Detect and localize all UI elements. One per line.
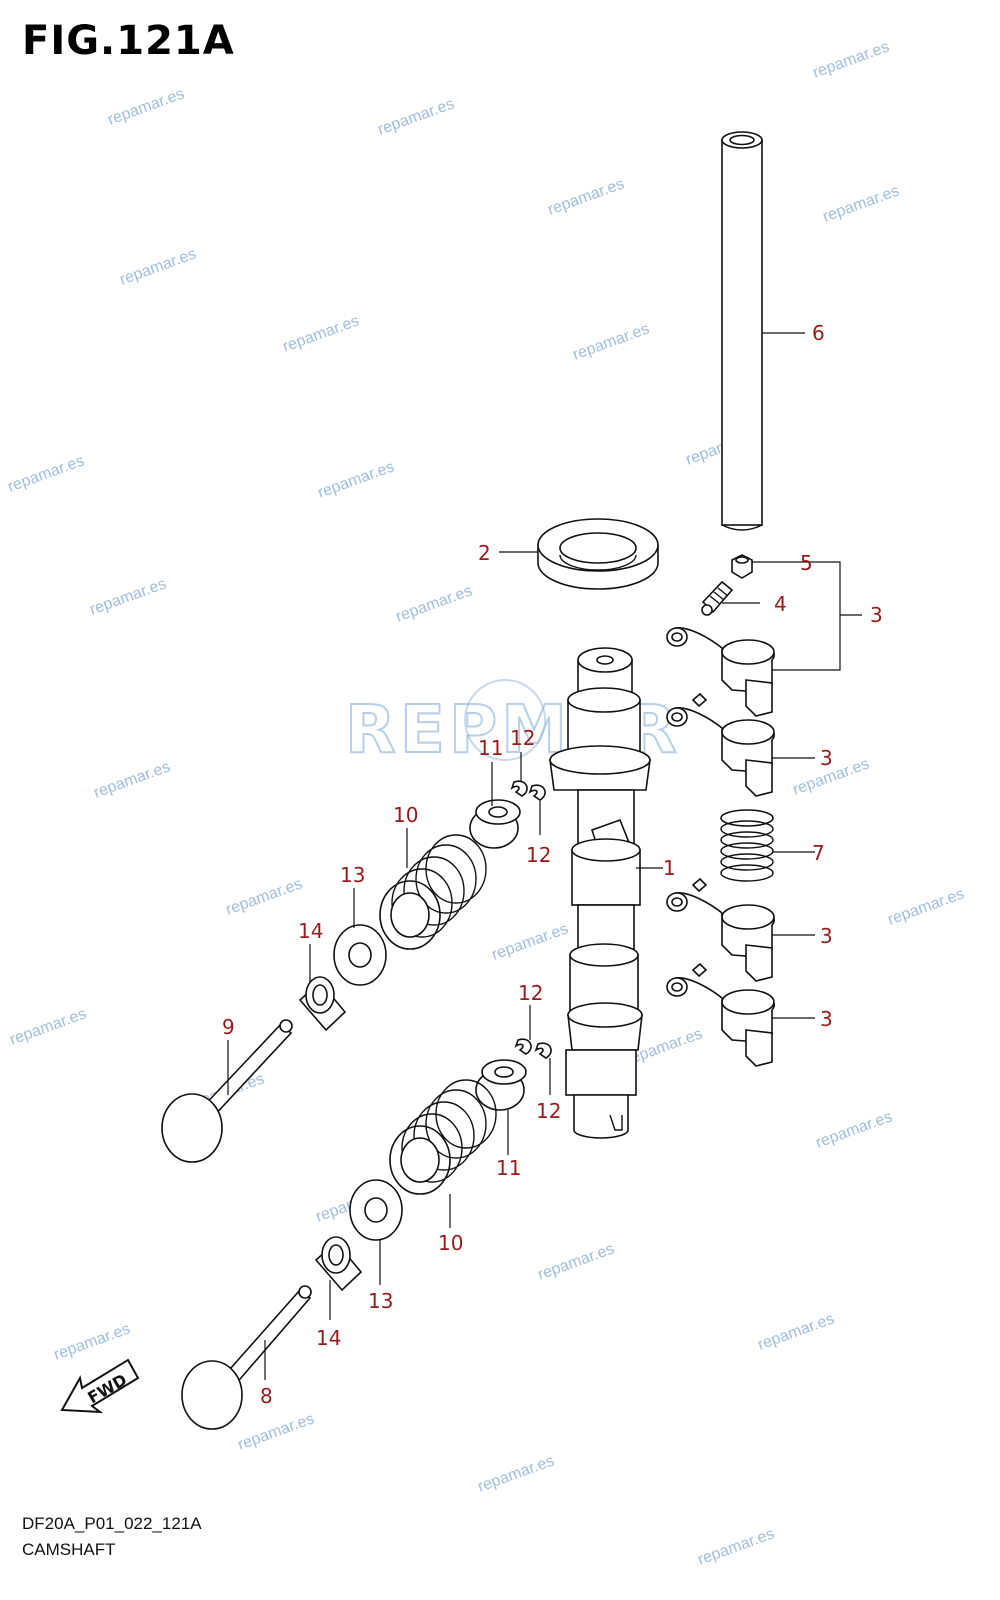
watermark-text: repamar.es <box>696 1525 777 1568</box>
callout-3-second: 3 <box>820 746 833 770</box>
watermark-text: repamar.es <box>394 582 475 625</box>
watermark-text: repamar.es <box>814 1108 895 1151</box>
part-13-spring-seat-lower <box>349 1179 403 1241</box>
part-6-tube <box>721 131 763 531</box>
part-5-nut <box>731 554 753 579</box>
callout-numbers: 6 2 5 4 3 3 7 1 3 3 11 12 12 10 13 14 9 … <box>222 321 883 1408</box>
figure-title: FIG.121A <box>22 18 235 64</box>
watermark-text: repamar.es <box>490 920 571 963</box>
watermark-text: repamar.es <box>6 452 87 495</box>
callout-14-lower: 14 <box>316 1326 341 1350</box>
watermark-text: repamar.es <box>224 875 305 918</box>
part-12-cotter-upper <box>510 780 546 801</box>
callout-12-upper-bottom: 12 <box>526 843 551 867</box>
callout-8: 8 <box>260 1384 273 1408</box>
part-9-valve <box>161 1019 293 1163</box>
callout-12-upper-top: 12 <box>510 726 535 750</box>
callout-5: 5 <box>800 551 813 575</box>
watermark-text: repamar.es <box>92 758 173 801</box>
watermark-text: repamar.es <box>476 1452 557 1495</box>
callout-11-lower: 11 <box>496 1156 521 1180</box>
callout-10-upper: 10 <box>393 803 418 827</box>
watermark-text: repamar.es <box>316 458 397 501</box>
callout-13-upper: 13 <box>340 863 365 887</box>
watermark-text: repamar.es <box>236 1410 317 1453</box>
drawing-code: DF20A_P01_022_121A <box>22 1514 202 1533</box>
callout-11-upper: 11 <box>478 736 503 760</box>
watermark-text: repamar.es <box>376 95 457 138</box>
watermark-text: repamar.es <box>821 182 902 225</box>
callout-4: 4 <box>774 592 787 616</box>
part-7-spring <box>720 809 774 882</box>
watermark-text: repamar.es <box>88 575 169 618</box>
callout-3-third: 3 <box>820 924 833 948</box>
callout-9: 9 <box>222 1015 235 1039</box>
part-14-valve-guide-lower <box>314 1236 363 1292</box>
drawing-name: CAMSHAFT <box>22 1540 116 1559</box>
callout-14-upper: 14 <box>298 919 323 943</box>
part-11-stem-seal-lower <box>475 1059 527 1111</box>
part-2-oil-seal <box>537 518 659 590</box>
watermark-text: repamar.es <box>281 312 362 355</box>
part-14-valve-guide-upper <box>298 976 347 1032</box>
leader-lines <box>227 332 862 1380</box>
part-3-rocker-arm-1 <box>666 627 775 717</box>
part-8-valve <box>181 1285 312 1430</box>
watermark-text: repamar.es <box>811 38 892 81</box>
callout-12-lower-bottom: 12 <box>536 1099 561 1123</box>
callout-1: 1 <box>663 856 676 880</box>
part-11-stem-seal-upper <box>469 799 521 849</box>
callout-2: 2 <box>478 541 491 565</box>
part-3-rocker-arm-4 <box>666 962 775 1067</box>
callout-6: 6 <box>812 321 825 345</box>
part-3-rocker-arm-2 <box>666 692 775 797</box>
callout-12-lower-top: 12 <box>518 981 543 1005</box>
part-12-cotter-lower <box>514 1038 552 1059</box>
callout-3-top: 3 <box>870 603 883 627</box>
watermark-text: repamar.es <box>886 885 967 928</box>
watermark-text: repamar.es <box>756 1310 837 1353</box>
part-10-valve-spring-upper <box>379 834 487 950</box>
watermark-text: repamar.es <box>536 1240 617 1283</box>
part-4-adjusting-screw <box>701 580 734 616</box>
part-13-spring-seat-upper <box>333 924 387 986</box>
part-1-camshaft <box>549 647 651 1139</box>
part-3-rocker-arm-3 <box>666 877 775 982</box>
watermark-text: repamar.es <box>118 245 199 288</box>
watermark-text: repamar.es <box>106 85 187 128</box>
watermark-text: repamar.es <box>571 320 652 363</box>
watermark-text: repamar.es <box>546 175 627 218</box>
callout-10-lower: 10 <box>438 1231 463 1255</box>
fwd-arrow-icon: FWD <box>60 1358 140 1414</box>
callout-3-fourth: 3 <box>820 1007 833 1031</box>
watermark-text: repamar.es <box>52 1320 133 1363</box>
part-10-valve-spring-lower <box>389 1079 497 1195</box>
callout-13-lower: 13 <box>368 1289 393 1313</box>
watermark-text: repamar.es <box>8 1005 89 1048</box>
callout-7: 7 <box>812 841 825 865</box>
